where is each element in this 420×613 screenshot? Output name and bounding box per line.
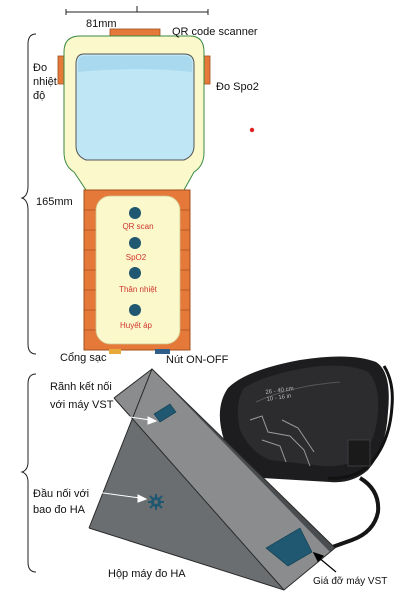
spo2-side-label: Đo Spo2: [216, 81, 259, 93]
bp-hose: [323, 476, 381, 552]
holder-arrow: [312, 551, 337, 573]
thermo-label-line-1: Đo: [33, 62, 48, 74]
thermo-label-line-2: nhiệt: [33, 76, 57, 88]
spo2-button-label: SpO2: [125, 253, 147, 262]
width-dimension: [65, 6, 209, 15]
vst-holder-label: Giá đỡ máy VST: [313, 576, 388, 587]
blood-pressure-button-label: Huyết áp: [119, 321, 153, 330]
body-temp-button-label: Thân nhiệt: [119, 285, 157, 294]
vst-slot: [153, 403, 177, 423]
charge-port-label: Cổng sạc: [60, 352, 107, 364]
power-button-label: Nút ON-OFF: [166, 354, 229, 366]
bp-brace: [20, 373, 37, 573]
callout-arrows: [95, 411, 158, 503]
device-screen: [75, 53, 195, 161]
vst-holder: [265, 527, 313, 567]
connector-label-line-1: Đầu nối với: [33, 488, 90, 500]
height-label: 165mm: [36, 196, 73, 208]
slot-label-line-2: với máy VST: [50, 399, 114, 411]
screen-highlight: [78, 56, 192, 72]
thermo-label-line-3: độ: [33, 90, 46, 102]
width-label: 81mm: [86, 18, 117, 30]
red-dot-marker: [249, 127, 255, 133]
bp-connector-gear-icon: [148, 494, 164, 510]
body-temp-button[interactable]: [129, 267, 141, 279]
power-button[interactable]: [155, 349, 170, 354]
height-brace: [20, 33, 37, 355]
blood-pressure-button[interactable]: [129, 304, 141, 316]
bp-box-label: Hộp máy đo HA: [108, 568, 186, 580]
qr-scan-button-label: QR scan: [122, 222, 154, 231]
bp-box-slope: [114, 369, 330, 590]
spo2-button[interactable]: [129, 237, 141, 249]
connector-label-line-2: bao đo HA: [33, 504, 85, 516]
qr-scan-button[interactable]: [129, 207, 141, 219]
qr-scanner-label: QR code scanner: [172, 26, 258, 38]
slot-label-line-1: Rãnh kết nối: [50, 381, 112, 393]
charge-port: [109, 349, 121, 354]
bp-cuff: [219, 356, 394, 483]
